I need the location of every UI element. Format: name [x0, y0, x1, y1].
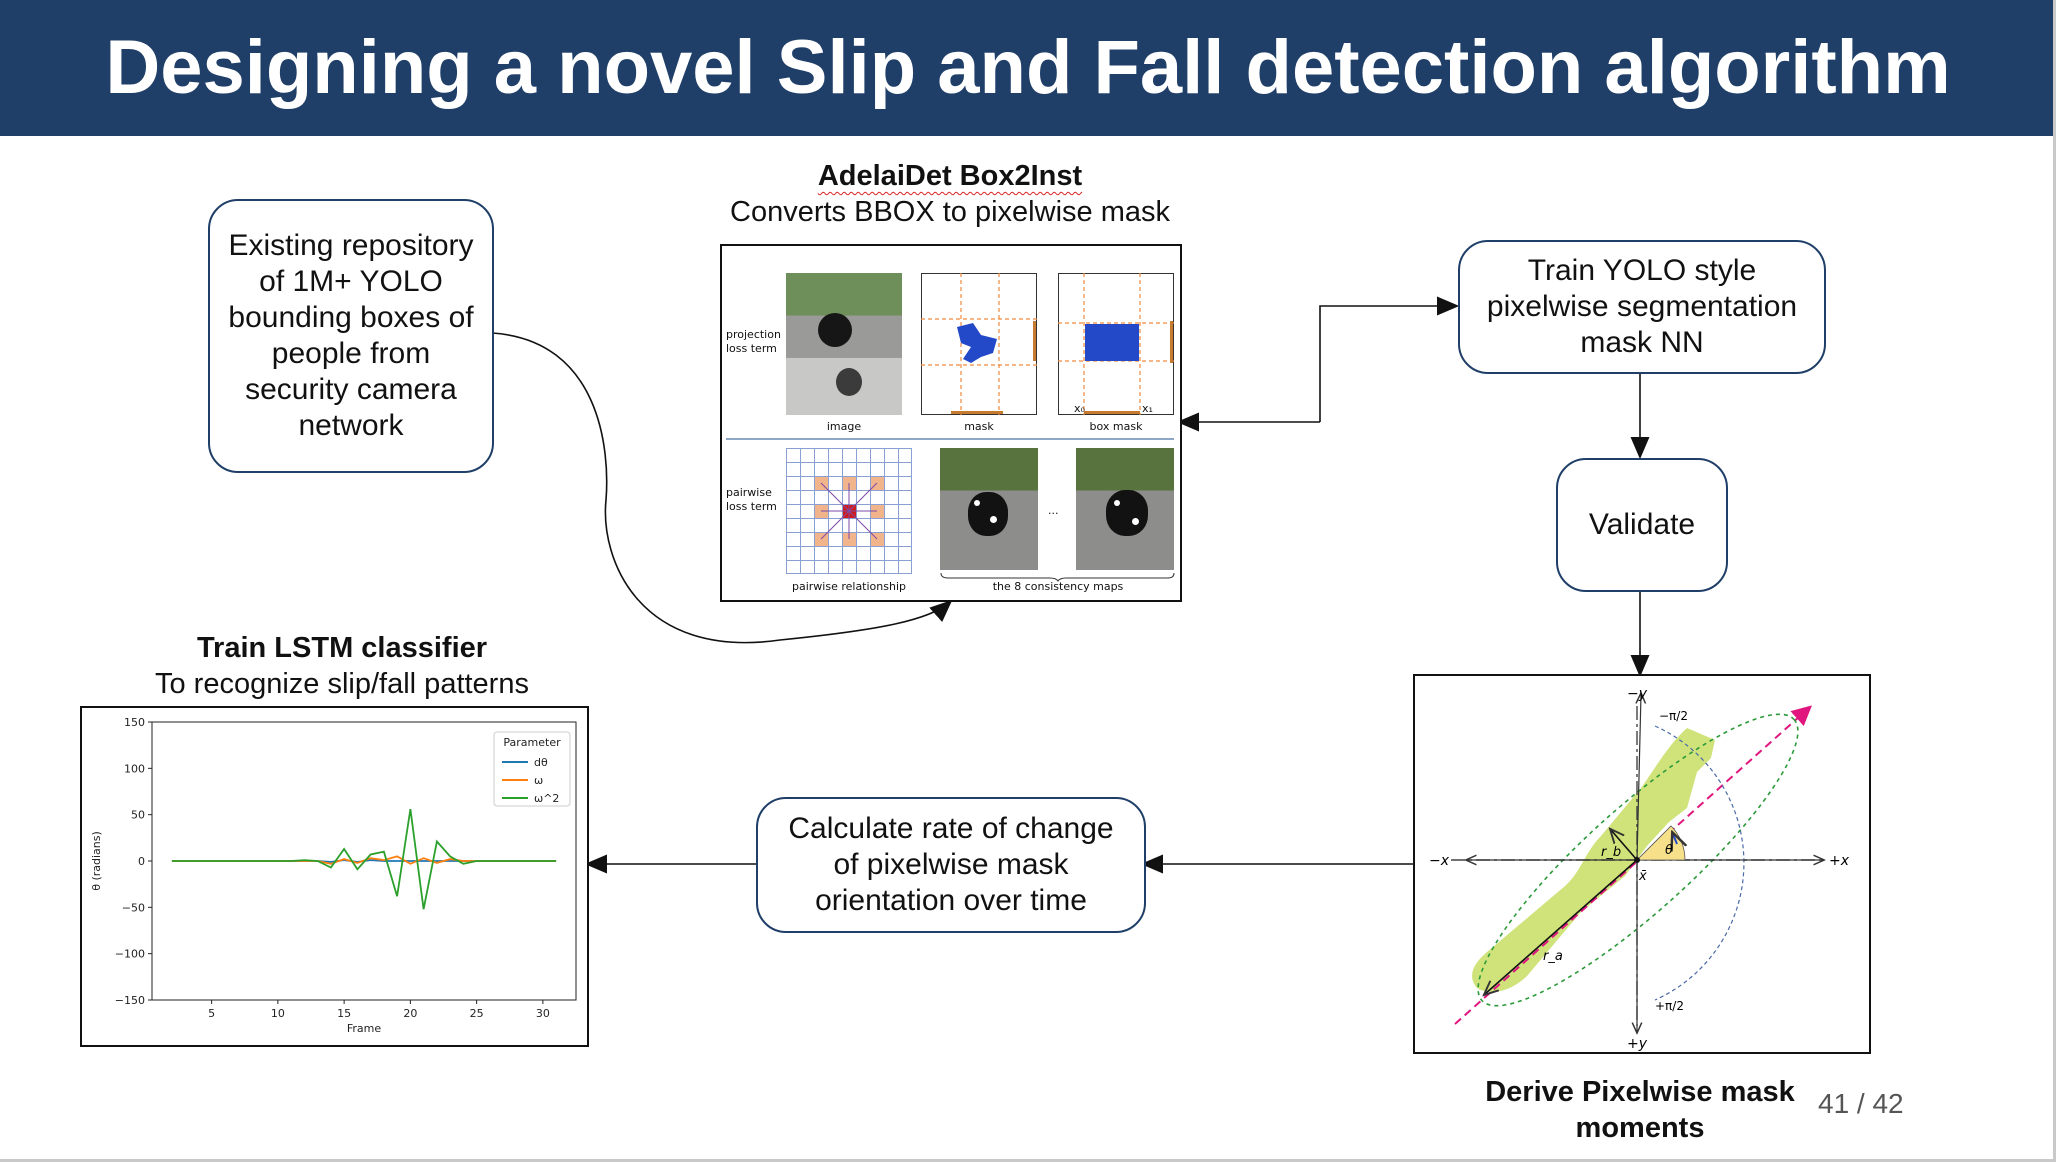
box2inst-title: AdelaiDet Box2Inst [817, 160, 1083, 192]
x-tick-label: 30 [536, 1007, 550, 1020]
y-tick-label: 100 [124, 762, 145, 775]
arrow-box2inst-to-train [1319, 296, 1460, 422]
y-tick-label: −50 [122, 901, 145, 914]
slide-title: Designing a novel Slip and Fall detectio… [105, 25, 1951, 110]
figure-divider [726, 438, 1174, 440]
x-tick-label: 10 [271, 1007, 285, 1020]
train-yolo-text: Train YOLO style pixelwise segmentation … [1486, 254, 1798, 359]
projection-label: projection loss term [726, 328, 781, 355]
box2inst-figure: projection loss term image mask x₀ x₁ bo… [720, 244, 1182, 602]
pos-y-label: +y [1627, 1036, 1648, 1052]
legend-label-2: ω [534, 774, 543, 787]
neg-pi2-label: −π/2 [1659, 709, 1688, 723]
skater-image [786, 273, 902, 415]
box-mask-label: box mask [1089, 420, 1143, 433]
pairwise-relationship-label: pairwise relationship [791, 580, 906, 593]
x0-label: x₀ [1074, 402, 1085, 415]
ellipsis-label: ... [1048, 504, 1059, 517]
neg-x-label: −x [1429, 853, 1450, 869]
legend-label-1: dθ [534, 756, 548, 769]
image-label: image [826, 420, 862, 433]
validate-text: Validate [1588, 508, 1696, 541]
x-tick-label: 25 [470, 1007, 484, 1020]
y-tick-label: 50 [131, 809, 145, 822]
y-tick-label: 150 [124, 716, 145, 729]
legend-label-3: ω^2 [534, 792, 559, 805]
lstm-subtitle: To recognize slip/fall patterns [155, 668, 529, 700]
moments-caption: Derive Pixelwise mask moments [1485, 1076, 1795, 1144]
slide-header: Designing a novel Slip and Fall detectio… [0, 0, 2056, 136]
consistency-map-8 [1076, 448, 1174, 570]
lstm-caption: Train LSTM classifier To recognize slip/… [92, 630, 592, 702]
pairwise-grid [786, 448, 912, 574]
xbar-label: x̄ [1638, 869, 1647, 884]
y-tick-label: −100 [115, 948, 145, 961]
calculate-text: Calculate rate of change of pixelwise ma… [788, 812, 1114, 917]
repository-text: Existing repository of 1M+ YOLO bounding… [228, 229, 474, 442]
moments-figure: −y +y −x +x −π/2 +π/2 θ r_b r_a x̄ [1413, 674, 1871, 1054]
theta-label: θ [1665, 843, 1673, 858]
mask-label: mask [964, 420, 994, 433]
x-tick-label: 20 [403, 1007, 417, 1020]
slide-border-bottom [0, 1159, 2056, 1162]
slide-border-right [2053, 0, 2056, 1162]
x-tick-label: 5 [208, 1007, 215, 1020]
x1-label: x₁ [1142, 402, 1153, 415]
train-yolo-box: Train YOLO style pixelwise segmentation … [1458, 240, 1826, 374]
x-tick-label: 15 [337, 1007, 351, 1020]
pos-x-label: +x [1829, 853, 1850, 869]
rb-label: r_b [1601, 845, 1621, 860]
consistency-map-1 [940, 448, 1038, 570]
x-axis-label: Frame [347, 1022, 382, 1035]
repository-box: Existing repository of 1M+ YOLO bounding… [208, 199, 494, 473]
y-tick-label: 0 [138, 855, 145, 868]
page-number: 41 / 42 [1818, 1088, 1904, 1119]
lstm-title: Train LSTM classifier [196, 632, 488, 664]
series-line-3 [171, 808, 557, 910]
neg-y-label: −y [1627, 686, 1648, 702]
box-mask-panel [1058, 273, 1174, 415]
pos-pi2-label: +π/2 [1655, 999, 1684, 1013]
calculate-box: Calculate rate of change of pixelwise ma… [756, 797, 1146, 933]
validate-box: Validate [1556, 458, 1728, 592]
arrow-repository-to-box2inst [491, 332, 953, 644]
ra-label: r_a [1543, 949, 1563, 964]
consistency-brace [940, 572, 1175, 582]
y-tick-label: −150 [115, 994, 145, 1007]
pairwise-label: pairwise loss term [726, 486, 777, 513]
y-axis-label: θ (radians) [90, 831, 103, 891]
box2inst-caption: AdelaiDet Box2Inst Converts BBOX to pixe… [700, 158, 1200, 230]
moments-diagram: −y +y −x +x −π/2 +π/2 θ r_b r_a x̄ [1429, 686, 1850, 1052]
legend-title: Parameter [503, 736, 561, 749]
consistency-maps-label: the 8 consistency maps [992, 580, 1124, 593]
legend-box [493, 731, 571, 807]
box2inst-subtitle: Converts BBOX to pixelwise mask [730, 196, 1170, 228]
mask-panel [921, 273, 1037, 415]
